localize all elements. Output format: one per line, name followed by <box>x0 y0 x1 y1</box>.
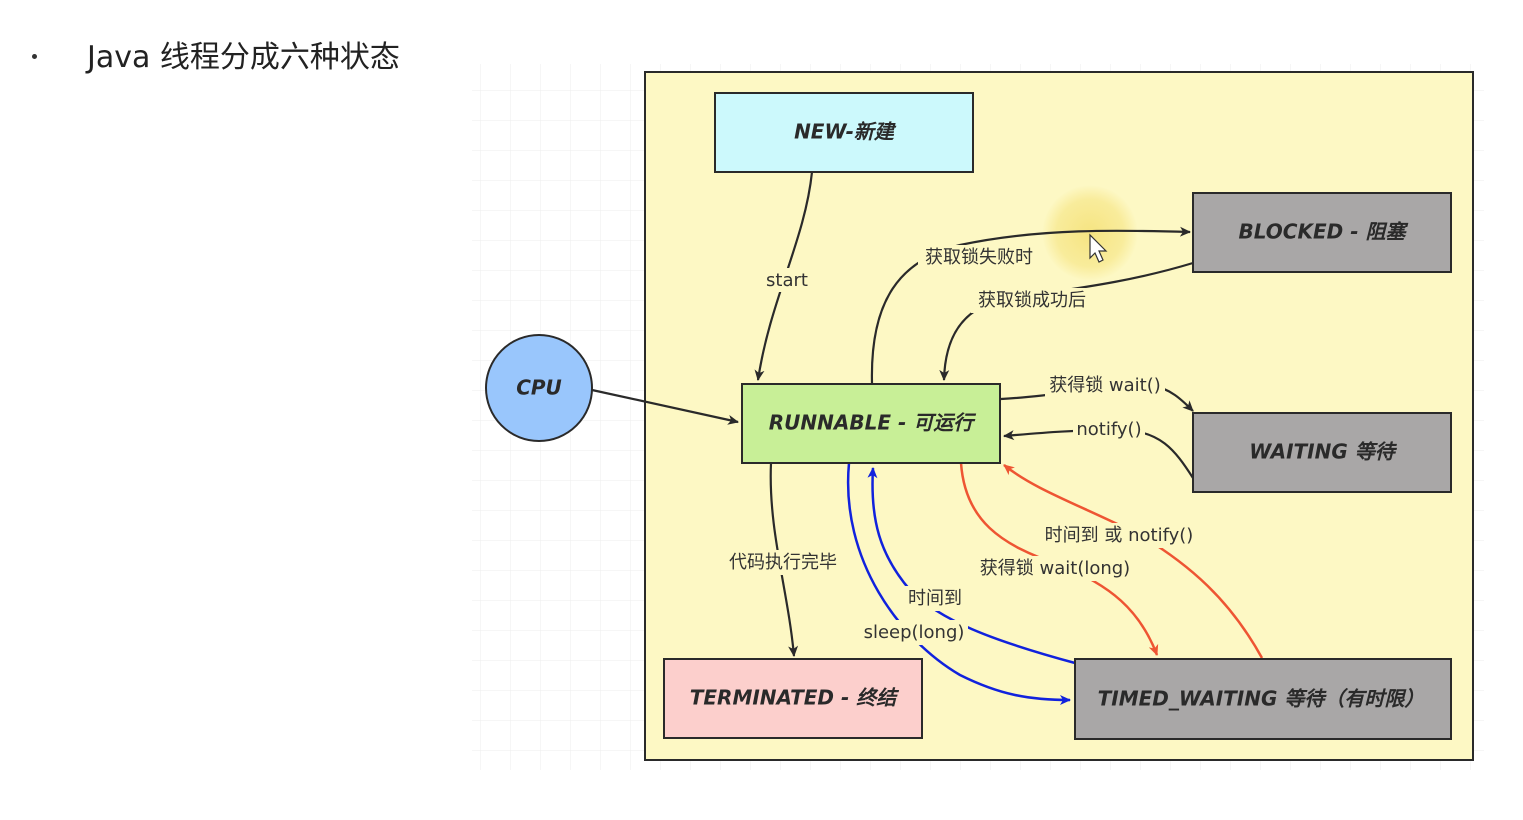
mouse-cursor-icon <box>1089 233 1108 263</box>
label-wait: 获得锁 wait() <box>1049 375 1161 396</box>
node-runnable-label: RUNNABLE - 可运行 <box>769 411 976 435</box>
label-timeout-notify: 时间到 或 notify() <box>1045 525 1194 546</box>
node-new: NEW-新建 <box>714 92 974 173</box>
edge-runnable-to-blocked <box>870 226 1191 384</box>
node-runnable: RUNNABLE - 可运行 <box>741 383 1001 464</box>
label-notify: notify() <box>1076 419 1141 440</box>
node-blocked: BLOCKED - 阻塞 <box>1192 192 1452 273</box>
label-lock-success: 获取锁成功后 <box>978 290 1086 311</box>
node-timed-waiting-label: TIMED_WAITING 等待（有时限） <box>1098 687 1425 711</box>
label-time-up-group: 时间到 <box>903 586 967 611</box>
label-lock-success-group: 获取锁成功后 <box>971 288 1093 313</box>
label-timeout-notify-group: 时间到 或 notify() <box>1038 523 1200 548</box>
label-time-up: 时间到 <box>908 588 962 609</box>
label-code-done: 代码执行完毕 <box>729 552 837 573</box>
bullet-dot <box>32 53 37 59</box>
node-blocked-label: BLOCKED - 阻塞 <box>1239 220 1409 244</box>
page-title: Java 线程分成六种状态 <box>87 40 400 75</box>
node-new-label: NEW-新建 <box>794 120 897 144</box>
label-sleep-long: sleep(long) <box>864 622 965 643</box>
label-start: start <box>766 270 808 291</box>
label-wait-long: 获得锁 wait(long) <box>980 558 1130 579</box>
label-code-done-group: 代码执行完毕 <box>721 550 845 575</box>
node-terminated-label: TERMINATED - 终结 <box>690 686 899 710</box>
label-sleep-long-group: sleep(long) <box>860 620 968 645</box>
node-waiting: WAITING 等待 <box>1192 412 1452 493</box>
label-notify-group: notify() <box>1073 417 1145 442</box>
cursor-highlight <box>1042 185 1138 281</box>
node-cpu: CPU <box>485 334 593 442</box>
label-lock-fail: 获取锁失败时 <box>925 247 1033 268</box>
label-wait-group: 获得锁 wait() <box>1045 373 1165 398</box>
label-wait-long-group: 获得锁 wait(long) <box>973 556 1137 581</box>
node-waiting-label: WAITING 等待 <box>1249 440 1397 464</box>
edge-cpu-to-runnable <box>591 388 739 425</box>
label-lock-fail-group: 获取锁失败时 <box>918 245 1040 270</box>
node-timed-waiting: TIMED_WAITING 等待（有时限） <box>1074 658 1452 740</box>
node-terminated: TERMINATED - 终结 <box>663 658 923 739</box>
node-cpu-label: CPU <box>516 376 562 400</box>
label-start-group: start <box>764 268 810 292</box>
heading-row: Java 线程分成六种状态 <box>32 32 400 76</box>
edge-runnable-to-timed-sleep <box>846 462 1071 705</box>
